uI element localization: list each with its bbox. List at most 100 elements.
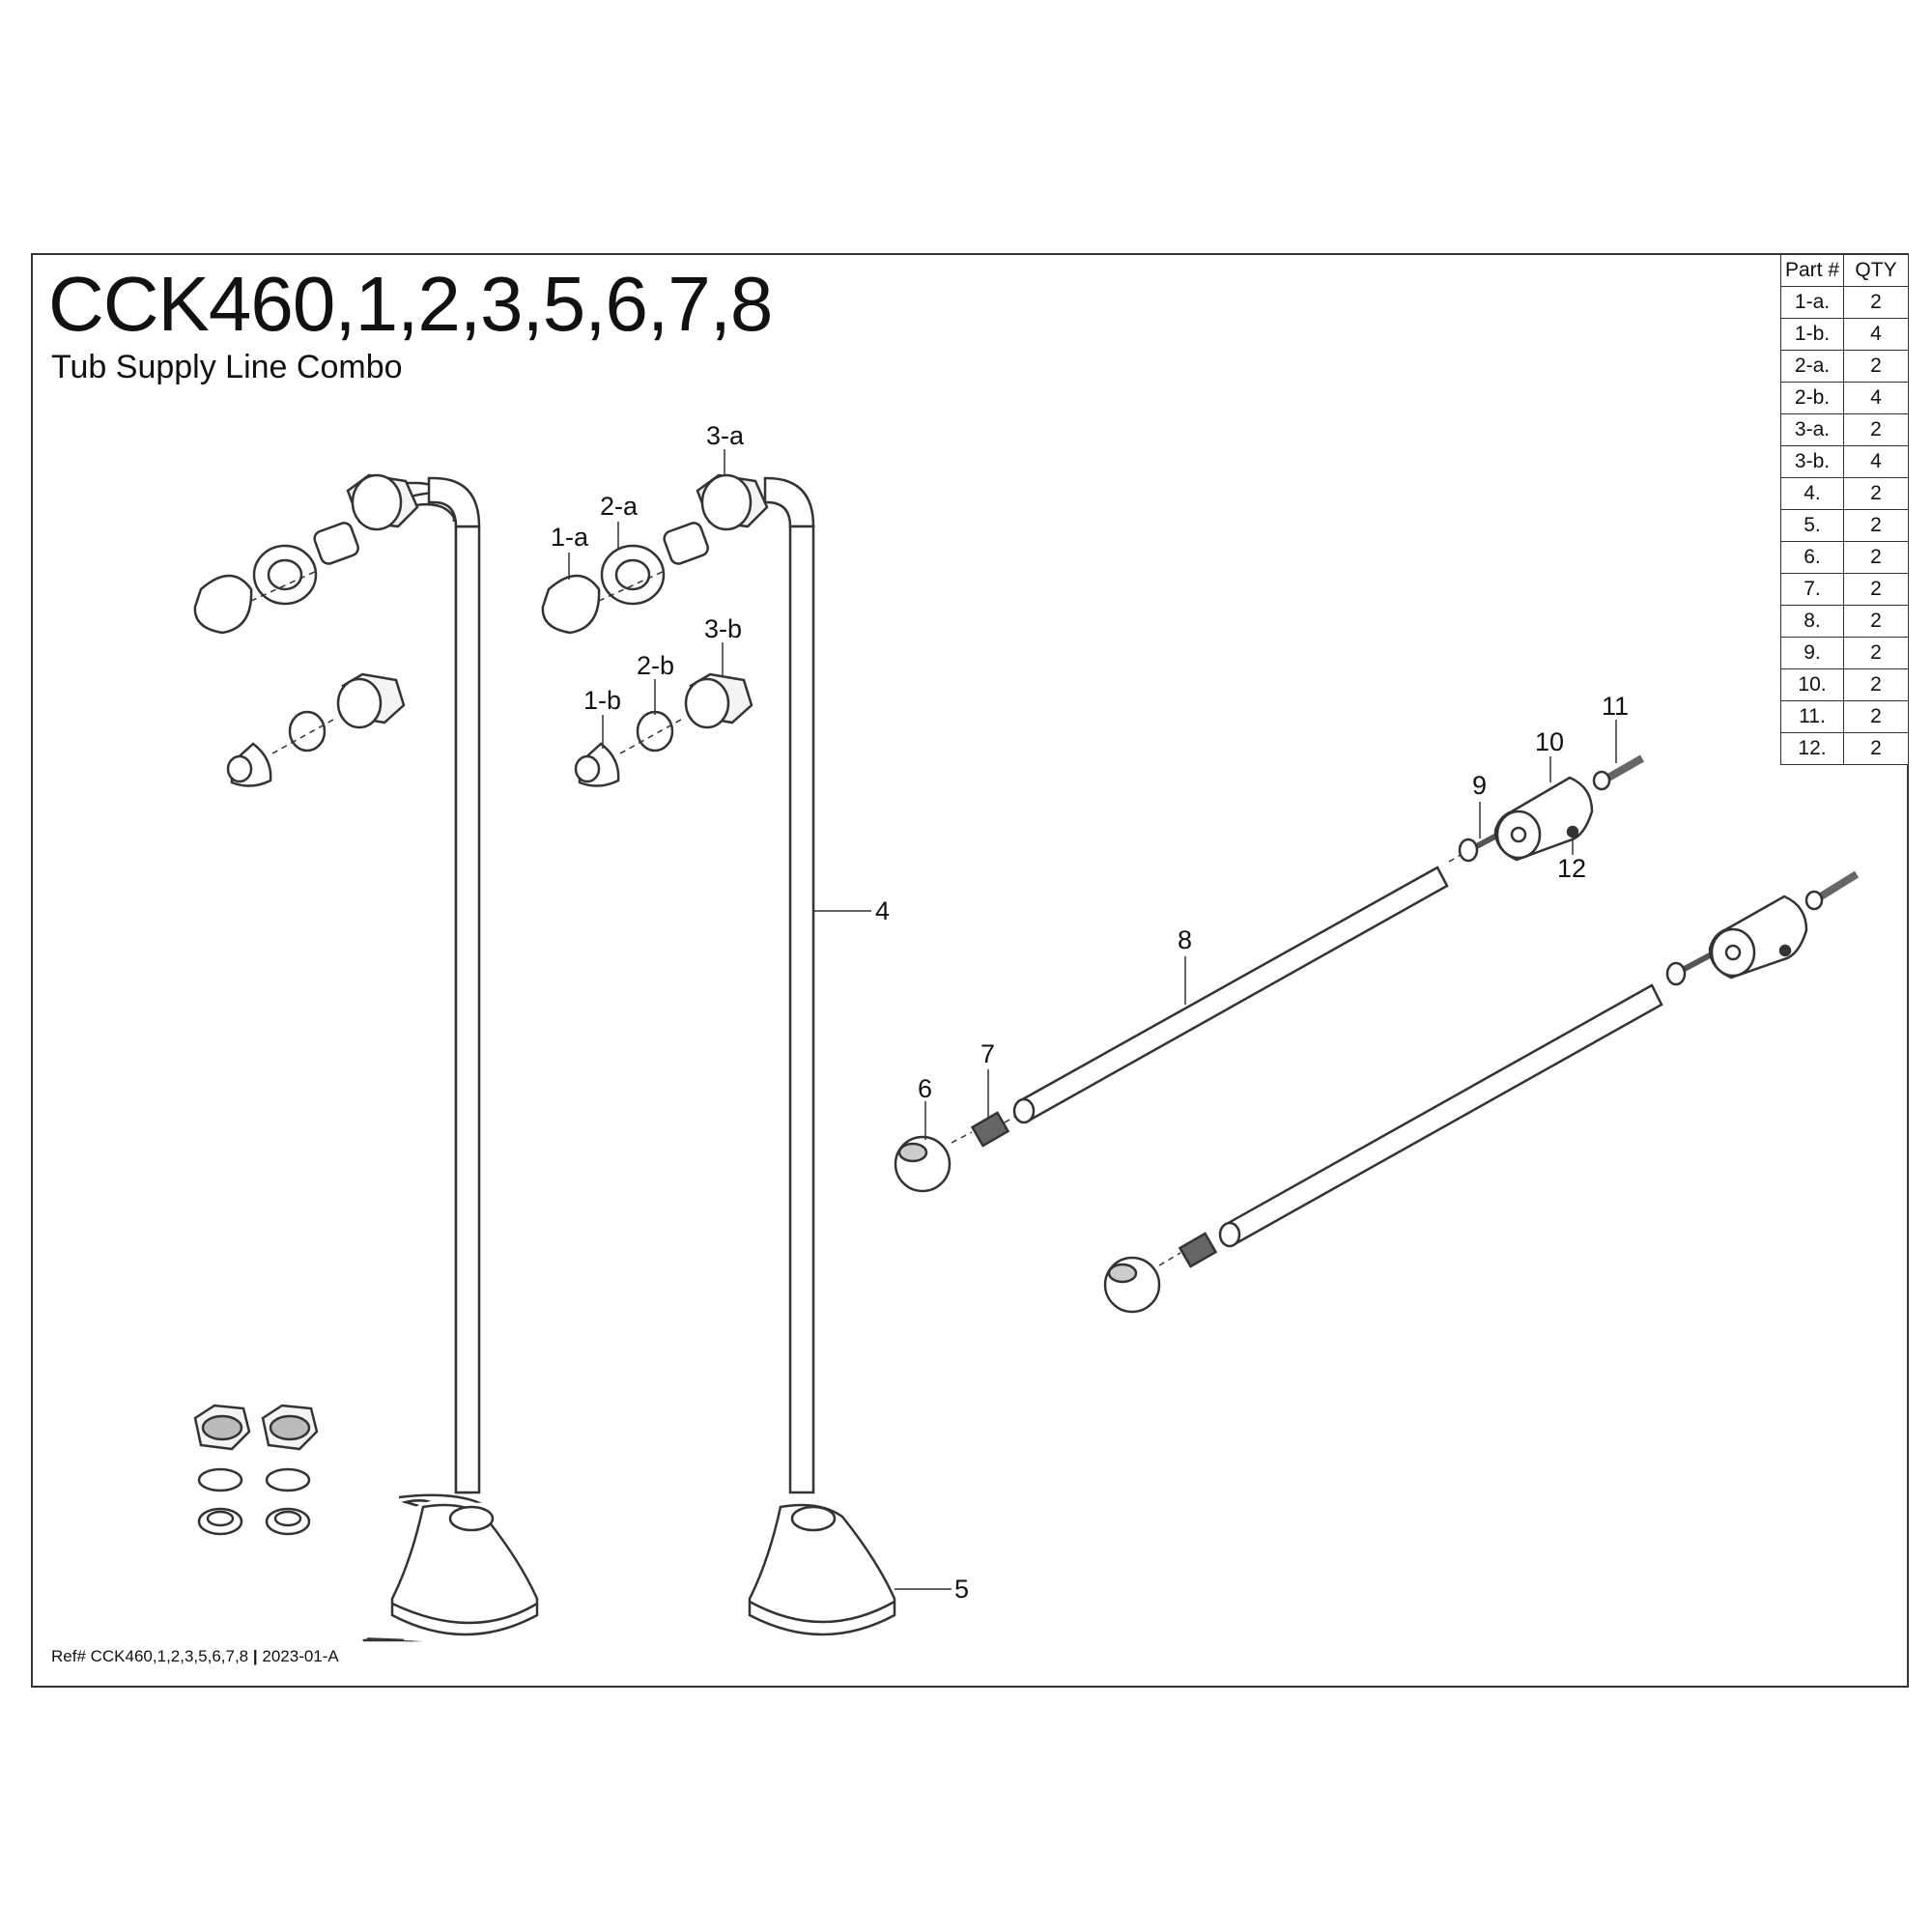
parts-table-row: 3-b.4	[1780, 445, 1909, 478]
parts-table-header-qty: QTY	[1843, 254, 1909, 287]
parts-table-row: 5.2	[1780, 509, 1909, 542]
hex-nut-right-face	[700, 473, 753, 531]
assembly-axis-brace-2-a	[1158, 1252, 1181, 1266]
revision-code: 2023-01-A	[262, 1647, 339, 1665]
brace-rod-1	[1017, 866, 1449, 1122]
part-number-cell: 3-a.	[1780, 413, 1844, 446]
page-subtitle: Tub Supply Line Combo	[51, 349, 403, 385]
set-screw-2	[1778, 944, 1792, 957]
wall-anchor-2	[1818, 870, 1860, 900]
set-screw-1	[1566, 825, 1579, 838]
wall-anchor-2-ring	[1804, 890, 1824, 911]
callout-6: 6	[918, 1074, 932, 1103]
parts-table-row: 1-a.2	[1780, 286, 1909, 319]
mounting-block-1-hole	[1510, 826, 1527, 843]
callout-1b: 1-b	[583, 686, 621, 715]
page-title: CCK460,1,2,3,5,6,7,8	[48, 261, 773, 347]
supply-pipe-right-shaft	[788, 525, 815, 1494]
quantity-cell: 2	[1843, 509, 1909, 542]
part-number-cell: 4.	[1780, 477, 1844, 510]
callout-2b: 2-b	[637, 651, 674, 680]
supply-pipe-right-elbow	[763, 476, 815, 528]
wall-anchor-1-ring	[1592, 770, 1611, 791]
ferrule-sleeve-left	[313, 522, 359, 565]
drawing-frame	[31, 253, 1909, 1688]
callout-labels: 1-a 2-a 3-a 1-b 2-b 3-b 4 5 6 7 8 9 10 1…	[551, 421, 1629, 1604]
washer-left-alt	[288, 710, 327, 753]
flange-right-outline	[748, 1503, 896, 1636]
assembly-axis-brace-1-a	[951, 1131, 973, 1144]
parts-table-row: 2-b.4	[1780, 382, 1909, 414]
quantity-cell: 2	[1843, 668, 1909, 701]
cone-washer-left-alt-face	[226, 754, 253, 783]
assembly-axis-right-top	[598, 569, 668, 602]
spare-washer-1	[197, 1467, 243, 1492]
callout-5: 5	[954, 1575, 969, 1604]
spare-washer-2	[265, 1467, 311, 1492]
quantity-cell: 2	[1843, 286, 1909, 319]
parts-table-row: 3-a.2	[1780, 413, 1909, 446]
flange-left-rim	[391, 1602, 538, 1625]
quantity-cell: 2	[1843, 637, 1909, 669]
callout-12: 12	[1557, 854, 1586, 883]
callout-3a: 3-a	[706, 421, 745, 450]
callout-7: 7	[980, 1039, 995, 1068]
hex-nut-right-alt-face	[684, 677, 730, 729]
mounting-block-2-hole	[1724, 944, 1742, 961]
assembly-axis-brace-1-b	[1004, 1115, 1017, 1123]
wall-anchor-1	[1606, 754, 1644, 781]
quantity-cell: 4	[1843, 318, 1909, 351]
reference-footer: Ref# CCK460,1,2,3,5,6,7,8 | 2023-01-A	[51, 1648, 339, 1664]
hex-nut-left-face	[351, 473, 403, 531]
assembly-axis-brace-1-c	[1448, 854, 1462, 863]
cone-washer-right-alt-face	[574, 754, 601, 783]
reference-separator: |	[252, 1647, 258, 1665]
quantity-cell: 2	[1843, 413, 1909, 446]
part-number-cell: 1-b.	[1780, 318, 1844, 351]
part-number-cell: 10.	[1780, 668, 1844, 701]
flange-right-rim	[749, 1600, 895, 1624]
parts-table-row: 11.2	[1780, 700, 1909, 733]
threaded-stud-2	[1178, 1232, 1218, 1268]
washer-right-alt	[636, 710, 674, 753]
assembly-axis-left-top	[250, 569, 320, 602]
quantity-cell: 2	[1843, 573, 1909, 606]
supply-pipe-left-elbow	[427, 476, 481, 528]
supply-pipe-left-shaft	[454, 525, 481, 1494]
part-number-cell: 2-b.	[1780, 382, 1844, 414]
parts-table-row: 4.2	[1780, 477, 1909, 510]
flange-right-hole	[790, 1505, 837, 1532]
brace-rod-1-end	[1012, 1097, 1036, 1124]
cone-washer-right-top	[541, 574, 601, 635]
flange-left-hole	[448, 1505, 495, 1532]
callout-11: 11	[1602, 692, 1629, 721]
callout-8: 8	[1178, 925, 1192, 954]
parts-table-row: 8.2	[1780, 605, 1909, 638]
brace-rod-2-end	[1218, 1221, 1241, 1248]
callout-9: 9	[1472, 771, 1487, 800]
parts-table-row: 1-b.4	[1780, 318, 1909, 351]
part-number-cell: 8.	[1780, 605, 1844, 638]
spare-cone-2-hole	[273, 1510, 302, 1527]
screw-1-head	[1458, 838, 1479, 863]
quantity-cell: 2	[1843, 732, 1909, 765]
spare-nut-2-face	[269, 1414, 311, 1441]
assembly-axis-right-alt	[619, 719, 682, 754]
brace-rod-2	[1223, 983, 1663, 1246]
assembly-axis-left-alt	[271, 719, 334, 754]
callout-3b: 3-b	[704, 614, 742, 643]
callout-1a: 1-a	[551, 523, 589, 552]
quantity-cell: 2	[1843, 541, 1909, 574]
callout-4: 4	[875, 896, 890, 925]
callout-10: 10	[1535, 727, 1564, 756]
spare-nut-1-face	[201, 1414, 243, 1441]
part-number-cell: 2-a.	[1780, 350, 1844, 383]
parts-table-row: 12.2	[1780, 732, 1909, 765]
quantity-cell: 2	[1843, 700, 1909, 733]
quantity-cell: 4	[1843, 445, 1909, 478]
screw-2-head	[1665, 961, 1687, 986]
cone-washer-left-top	[193, 574, 253, 635]
